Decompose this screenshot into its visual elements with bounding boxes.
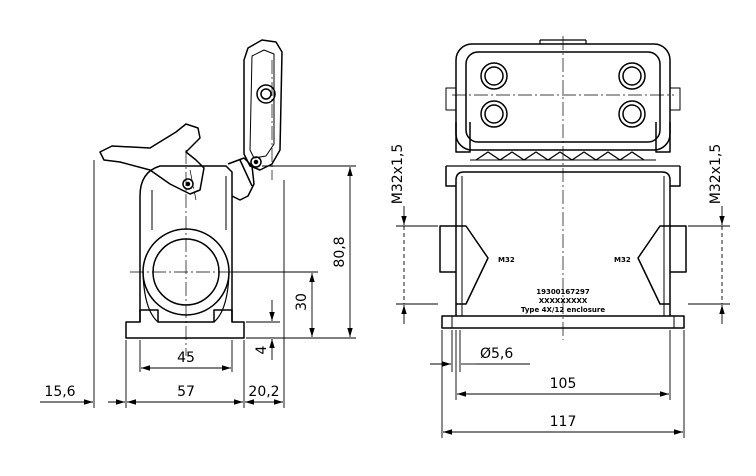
side-view (99, 39, 283, 339)
side-cover-screw (256, 84, 276, 104)
front-gasket-zigzag (475, 151, 645, 161)
dim-45: 45 (177, 350, 195, 366)
marking-type: Type 4X/12 enclosure (521, 306, 605, 314)
dim-4: 4 (254, 345, 270, 354)
front-port-left (439, 225, 489, 305)
marking-port-right: M32 (614, 256, 631, 264)
dim-15-6: 15,6 (44, 384, 75, 400)
dim-80-8: 80,8 (332, 236, 348, 267)
dim-117: 117 (550, 414, 577, 430)
front-screw-top-left (480, 62, 508, 90)
dim-thread-left: M32x1,5 (390, 144, 406, 204)
dim-20-2: 20,2 (248, 384, 279, 400)
side-base-flange (125, 309, 245, 339)
dim-dia-5-6: Ø5,6 (480, 346, 513, 362)
front-centerlines (452, 36, 674, 340)
front-screw-bottom-left (480, 100, 508, 128)
dim-thread-right: M32x1,5 (708, 144, 724, 204)
side-locking-lever (99, 123, 205, 195)
side-housing-body (139, 165, 233, 322)
front-screw-bottom-right (618, 100, 646, 128)
marking-part-number: 19300167297 (536, 288, 590, 296)
side-open-cover (243, 39, 283, 171)
dim-105: 105 (550, 376, 577, 392)
dim-57: 57 (177, 384, 195, 400)
front-screw-top-right (618, 62, 646, 90)
front-port-right (637, 225, 687, 305)
dim-30: 30 (294, 293, 310, 311)
side-centerlines (130, 60, 280, 356)
side-dimensions (40, 160, 356, 408)
side-hinge-bracket (227, 157, 255, 201)
marking-port-left: M32 (498, 256, 515, 264)
front-dimensions (396, 206, 730, 438)
marking-code: XXXXXXXXX (539, 297, 588, 305)
